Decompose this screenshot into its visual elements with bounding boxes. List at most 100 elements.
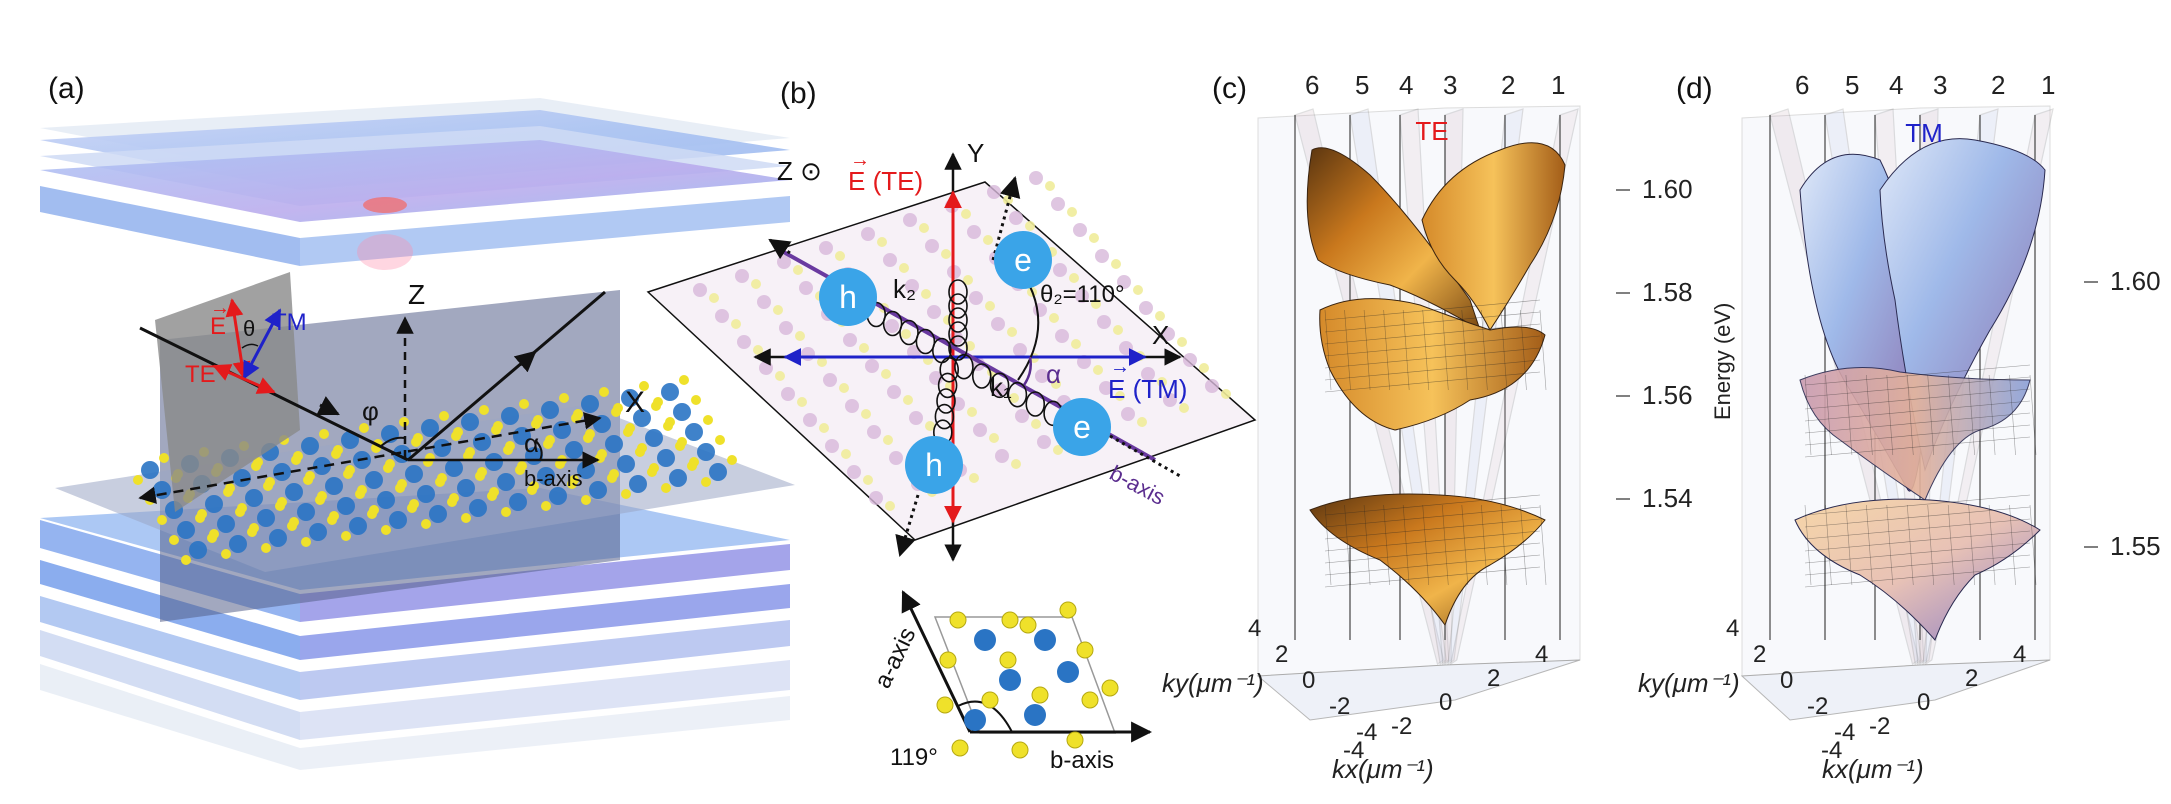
lattice-atom-yellow [159,453,169,463]
lattice-atom-pink [1073,223,1087,237]
kx-tick-label: -4 [1821,737,1842,764]
mesh-line [1324,299,1541,321]
e-te-vector-glyph: → [850,149,870,171]
lattice-atom-yellow [1045,181,1055,191]
inset-atom-blue [1024,704,1046,726]
lattice-atom-yellow [623,427,633,437]
hole-label-top: h [839,279,857,315]
mesh-line [1988,374,1996,456]
lattice-atom-yellow [679,375,689,385]
mesh-line [1481,504,1488,586]
mesh-line [1324,309,1332,391]
kx-tick-label: -2 [1391,713,1412,740]
ky-tick-label: 4 [1248,615,1261,642]
lattice-atom-yellow [221,549,231,559]
lattice-atom-pink [861,227,875,241]
lattice-atom-yellow [793,265,803,275]
ky-tick-label: 0 [1302,667,1315,694]
ky-tick-label: 4 [1726,615,1739,642]
inset-atom-yellow [1081,691,1099,709]
coil-loop [954,353,974,380]
lattice-atom-yellow [291,455,301,465]
lattice-atom-blue [405,465,423,483]
lattice-atom-yellow [1067,207,1077,217]
lattice-atom-pink [759,361,773,375]
lattice-atom-blue [621,389,639,407]
lattice-atom-blue [257,509,275,527]
mesh-line [1441,504,1449,586]
lattice-atom-blue [673,403,691,421]
lattice-atom-blue [141,461,159,479]
panel-c-label: (c) [1212,72,1247,105]
lattice-atom-pink [1037,435,1051,449]
mesh-line [1927,374,1935,456]
lattice-atom-yellow [925,421,935,431]
lattice-atom-blue [153,481,171,499]
coil-loop [948,307,968,333]
ky-label-c: ky(μm⁻¹) [1162,668,1264,698]
lattice-atom-pink [1163,393,1177,407]
lattice-atom-blue [365,471,383,489]
lattice-atom-blue [581,395,599,413]
mesh-line [1324,359,1541,381]
lattice-atom-yellow [381,525,391,535]
lattice-atom-pink [1035,369,1049,383]
unit-cell-inset: a-axis b-axis 119° [869,590,1153,774]
lattice-atom-yellow [1199,363,1209,373]
inset-atom-yellow [949,611,967,629]
mesh-line [1804,374,1812,456]
inset-atom-yellow [1001,611,1019,629]
z-label: Z [408,279,425,310]
lattice-atom-blue [337,497,355,515]
lattice-atom-yellow [169,535,179,545]
plane-number: 5 [1845,70,1859,100]
mesh-line [1845,504,1853,586]
lattice-atom-yellow [501,507,511,517]
lattice-atom-pink [927,305,941,319]
lattice-atom-yellow [421,519,431,529]
lattice-atom-yellow [607,473,617,483]
lattice-atom-pink [993,383,1007,397]
lattice-atom-pink [1205,379,1219,393]
lattice-atom-yellow [543,439,553,449]
lattice-atom-blue [629,475,647,493]
lattice-atom-blue [565,441,583,459]
inset-atom-yellow [1101,679,1119,697]
lattice-atom-yellow [621,489,631,499]
lattice-atom-yellow [1009,393,1019,403]
lattice-atom-yellow [773,305,783,315]
mesh-line [1441,309,1449,391]
lattice-atom-pink [967,225,981,239]
kx-label-d: kx(μm⁻¹) [1822,754,1924,784]
coil-loop [989,372,1010,399]
lattice-atom-yellow [1137,417,1147,427]
mesh-line [1804,388,2031,410]
coil-loop [937,372,958,399]
mesh-line [1804,376,2031,398]
theta-label: θ [243,316,255,341]
lattice-atom-blue [669,469,687,487]
mesh-line [1906,504,1914,586]
mesh-line [1324,504,1332,586]
lattice-atom-blue [245,489,263,507]
mesh-line [1324,554,1541,576]
lattice-atom-pink [883,253,897,267]
coil-loop [1025,391,1046,417]
lattice-atom-pink [869,491,883,505]
lattice-atom-pink [757,295,771,309]
lattice-atom-yellow [941,249,951,259]
lattice-atom-yellow [207,533,217,543]
lattice-atom-yellow [407,503,417,513]
e-tm-label: E (TM) [1108,374,1187,404]
tm-middle-band [1799,367,2031,501]
ky-tick-label: -4 [1356,719,1377,746]
lattice-atom-yellow [1007,327,1017,337]
mesh-line [1804,494,2031,516]
te-label: TE [185,361,216,388]
alpha-arc [534,439,543,461]
alpha-arc-b [1022,356,1032,386]
mesh-line [1804,566,2031,588]
top-mirror [40,98,790,270]
coil-loop [948,321,968,347]
lattice-atom-blue [217,515,235,533]
